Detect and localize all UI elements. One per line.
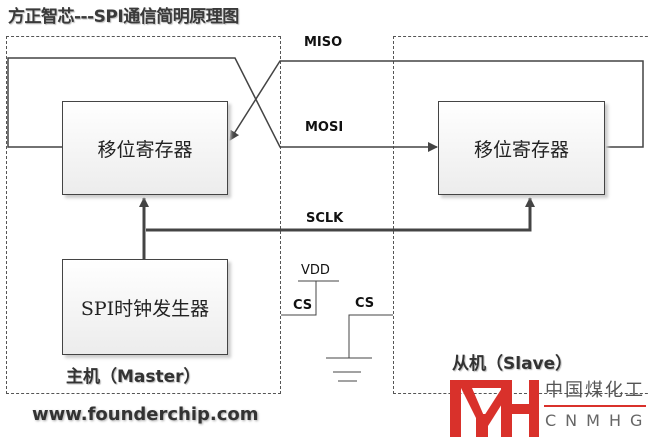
master-shift-register: 移位寄存器 <box>62 101 228 195</box>
slave-shift-register: 移位寄存器 <box>438 101 605 195</box>
slave-region <box>393 36 649 394</box>
sclk-bus <box>146 197 535 232</box>
cs-master-label: CS <box>293 298 313 313</box>
mosi-line <box>229 60 644 148</box>
sclk-label: SCLK <box>306 211 344 226</box>
mh-logo-icon <box>450 380 539 437</box>
cs-master-line <box>281 281 317 316</box>
cs-slave-label: CS <box>355 296 375 311</box>
logo-name-en: CNMHG <box>545 411 649 430</box>
logo-name-cn: 中国煤化工 <box>545 380 645 401</box>
diagram-title: 方正智芯---SPI通信简明原理图 <box>8 7 239 27</box>
mosi-label: MOSI <box>305 120 344 135</box>
miso-line <box>7 57 438 152</box>
master-region <box>6 36 281 394</box>
vdd-label: VDD <box>301 263 330 278</box>
master-label: 主机（Master） <box>66 367 201 387</box>
watermark-logo: 中国煤化工 CNMHG <box>450 377 649 437</box>
logo-divider <box>544 405 646 407</box>
website-url: www.founderchip.com <box>32 404 259 425</box>
miso-label: MISO <box>304 35 343 50</box>
cs-slave-line <box>348 314 393 358</box>
spi-clock-generator: SPI时钟发生器 <box>62 259 228 355</box>
slave-label: 从机（Slave） <box>452 354 573 374</box>
